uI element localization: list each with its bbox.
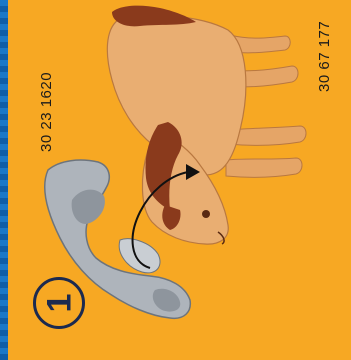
saddle-part-number: 30 23 1620 [38,72,55,152]
step-number: 1 [42,294,76,313]
step-badge: 1 [33,277,85,329]
horse-figure [107,6,306,244]
horse-part-number: 30 67 177 [316,21,333,92]
